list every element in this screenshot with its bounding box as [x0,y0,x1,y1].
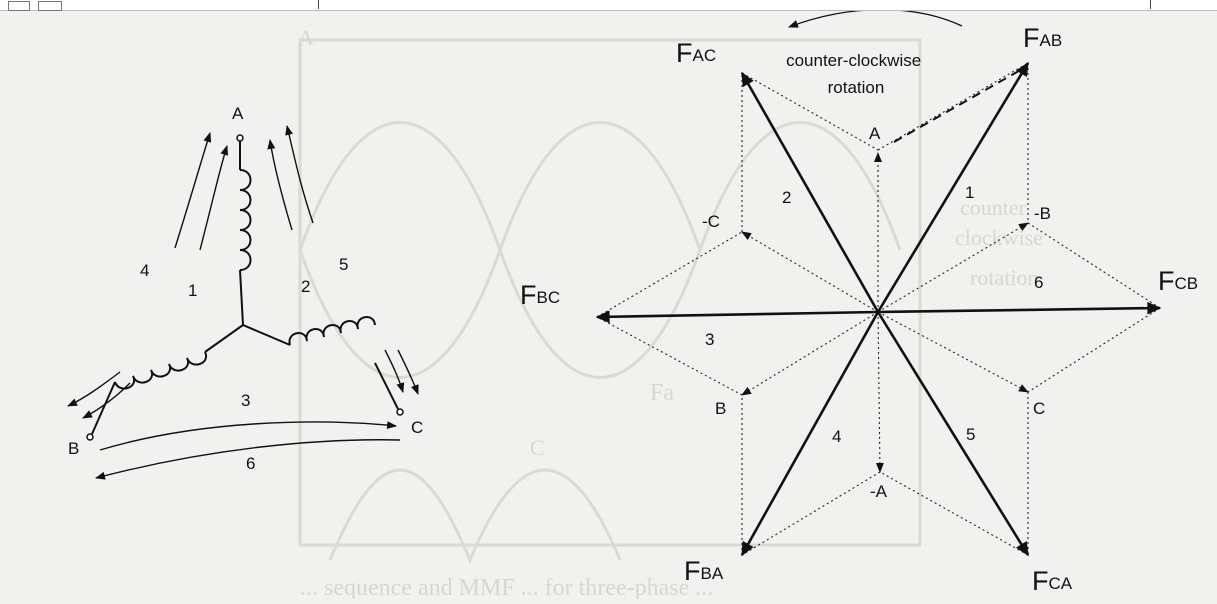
rotation-arrow [788,8,963,28]
current-path-arrows [67,125,419,480]
path-arrow [67,371,121,407]
path-arrow [199,145,229,251]
component-label-b: B [715,399,726,418]
vector-fac [740,71,880,313]
component-arrow-neg-a [875,311,884,473]
phase-a-winding [239,141,252,326]
path-arrow [285,125,314,224]
component-label-c: C [1033,399,1045,418]
svg-text:counter: counter [960,195,1027,220]
sector-label: 1 [965,183,974,202]
vector-fbc [595,310,879,324]
terminal-b-node [86,433,94,441]
path-label: 5 [339,255,348,274]
path-arrow [384,349,405,393]
component-label-a: A [869,124,881,143]
path-label: 4 [140,261,149,280]
terminal-a-label: A [232,104,244,123]
path-label: 6 [246,454,255,473]
svg-text:... sequence and MMF ... for t: ... sequence and MMF ... for three-phase… [300,575,713,599]
terminal-a-node [236,134,244,142]
component-arrow-neg-b [877,222,1029,313]
scan-artifact [318,0,319,9]
vector-fab [876,61,1030,313]
svg-text:A: A [298,25,314,50]
path-arrow [174,132,212,249]
path-label: 1 [188,281,197,300]
terminal-c-label: C [411,418,423,437]
vector-label-fca: FCA [1032,566,1073,596]
parallelogram-construction [596,62,1161,556]
svg-text:rotation: rotation [970,265,1038,290]
svg-text:Fa: Fa [650,380,674,406]
scan-top-strip [0,0,1217,11]
terminal-c-node [396,408,404,416]
sector-label: 4 [832,427,841,446]
path-arrow [82,382,131,419]
winding-diagram: A B C 1 2 3 4 5 6 [67,104,423,480]
svg-text:C: C [530,435,545,460]
bleed-through-background: A C Fa counter clockwise rotation ... se… [298,25,1043,601]
terminal-b-label: B [68,439,79,458]
component-label-neg-c: -C [702,212,720,231]
component-arrow-c [877,311,1029,393]
rotation-label: counter-clockwise rotation [786,51,926,97]
sector-label: 5 [966,425,975,444]
phase-component-arrows [741,152,1029,473]
component-arrow-neg-c [741,231,879,313]
path-label: 2 [301,277,310,296]
scan-artifact [8,1,30,11]
phasor-diagram: counter-clockwise rotation FAB FAC FBC F… [520,8,1198,596]
component-arrow-b [741,311,879,396]
path-label: 3 [241,391,250,410]
vector-label-fcb: FCB [1158,266,1198,296]
sector-label: 6 [1034,273,1043,292]
path-arrow [267,139,293,231]
path-arrow [95,439,401,480]
scan-artifact [38,1,62,11]
vector-label-fac: FAC [676,38,716,68]
vector-fca [876,311,1030,557]
vector-fba [740,311,880,557]
resultant-mmf-vectors [595,61,1162,557]
component-label-neg-b: -B [1034,204,1051,223]
scan-artifact [1150,0,1151,9]
sector-label: 2 [782,188,791,207]
vector-label-fba: FBA [684,556,724,586]
component-label-neg-a: -A [870,482,888,501]
svg-text:clockwise: clockwise [955,225,1043,250]
path-arrow [99,421,397,451]
vector-label-fab: FAB [1023,23,1062,53]
sector-label: 3 [705,330,714,349]
vector-fcb [877,301,1162,315]
dashed-transition-line [893,67,1025,143]
path-arrow [397,349,419,395]
phase-b-winding [91,324,244,435]
phase-c-winding [242,316,399,410]
vector-label-fbc: FBC [520,280,560,310]
